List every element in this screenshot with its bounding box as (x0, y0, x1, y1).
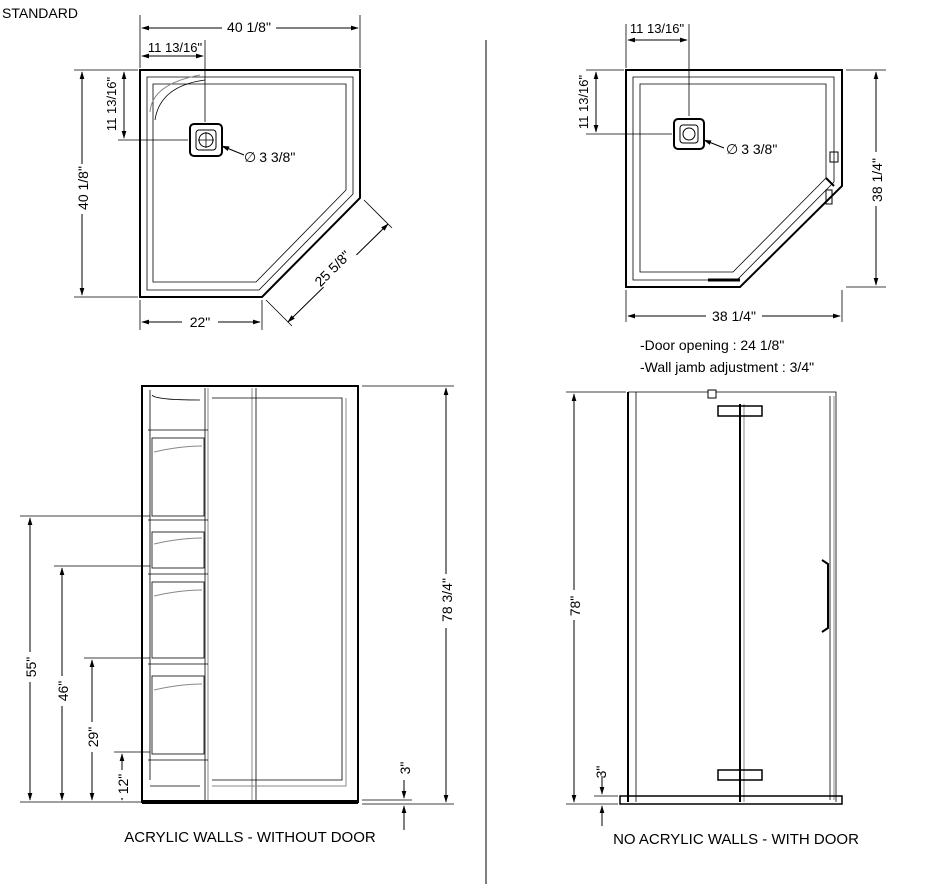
door-opening-note: -Door opening : 24 1/8" (640, 337, 784, 353)
drain-offset-y-label-left: 11 13/16" (104, 76, 119, 131)
standard-label: STANDARD (2, 5, 78, 21)
width-label-left: 40 1/8" (227, 19, 271, 35)
base-height-label-right: 3" (593, 766, 609, 779)
bottom-right-elevation (619, 389, 843, 805)
front-width-label-left: 22" (190, 314, 211, 330)
drain-diameter-label-right: ∅3 3/8" (726, 141, 777, 157)
wall-jamb-note: -Wall jamb adjustment : 3/4" (640, 359, 814, 375)
total-height-label-right: 78" (567, 596, 583, 617)
height-12-label: 12" (115, 774, 131, 795)
drain-offset-x-label-left: 11 13/16" (148, 40, 203, 55)
top-right-base-plan (625, 69, 843, 288)
width-label-right: 38 1/4" (712, 308, 756, 324)
drain-offset-x-label-right: 11 13/16" (630, 21, 685, 36)
height-55-label: 55" (23, 657, 39, 678)
drain-left (189, 123, 223, 157)
curved-seat-edge (154, 79, 206, 121)
depth-label-left: 40 1/8" (75, 166, 91, 210)
drain-right (673, 118, 705, 150)
height-29-label: 29" (85, 727, 101, 748)
depth-label-right: 38 1/4" (869, 158, 885, 202)
drain-diameter-label-left: ∅3 3/8" (244, 149, 295, 165)
total-height-label-left: 78 3/4" (439, 578, 455, 622)
bottom-left-elevation (141, 385, 359, 804)
height-46-label: 46" (55, 681, 71, 702)
caption-right: NO ACRYLIC WALLS - WITH DOOR (613, 831, 859, 848)
drain-offset-y-label-right: 11 13/16" (576, 74, 591, 129)
caption-left: ACRYLIC WALLS - WITHOUT DOOR (124, 829, 376, 846)
base-height-label-left: 3" (397, 762, 413, 775)
